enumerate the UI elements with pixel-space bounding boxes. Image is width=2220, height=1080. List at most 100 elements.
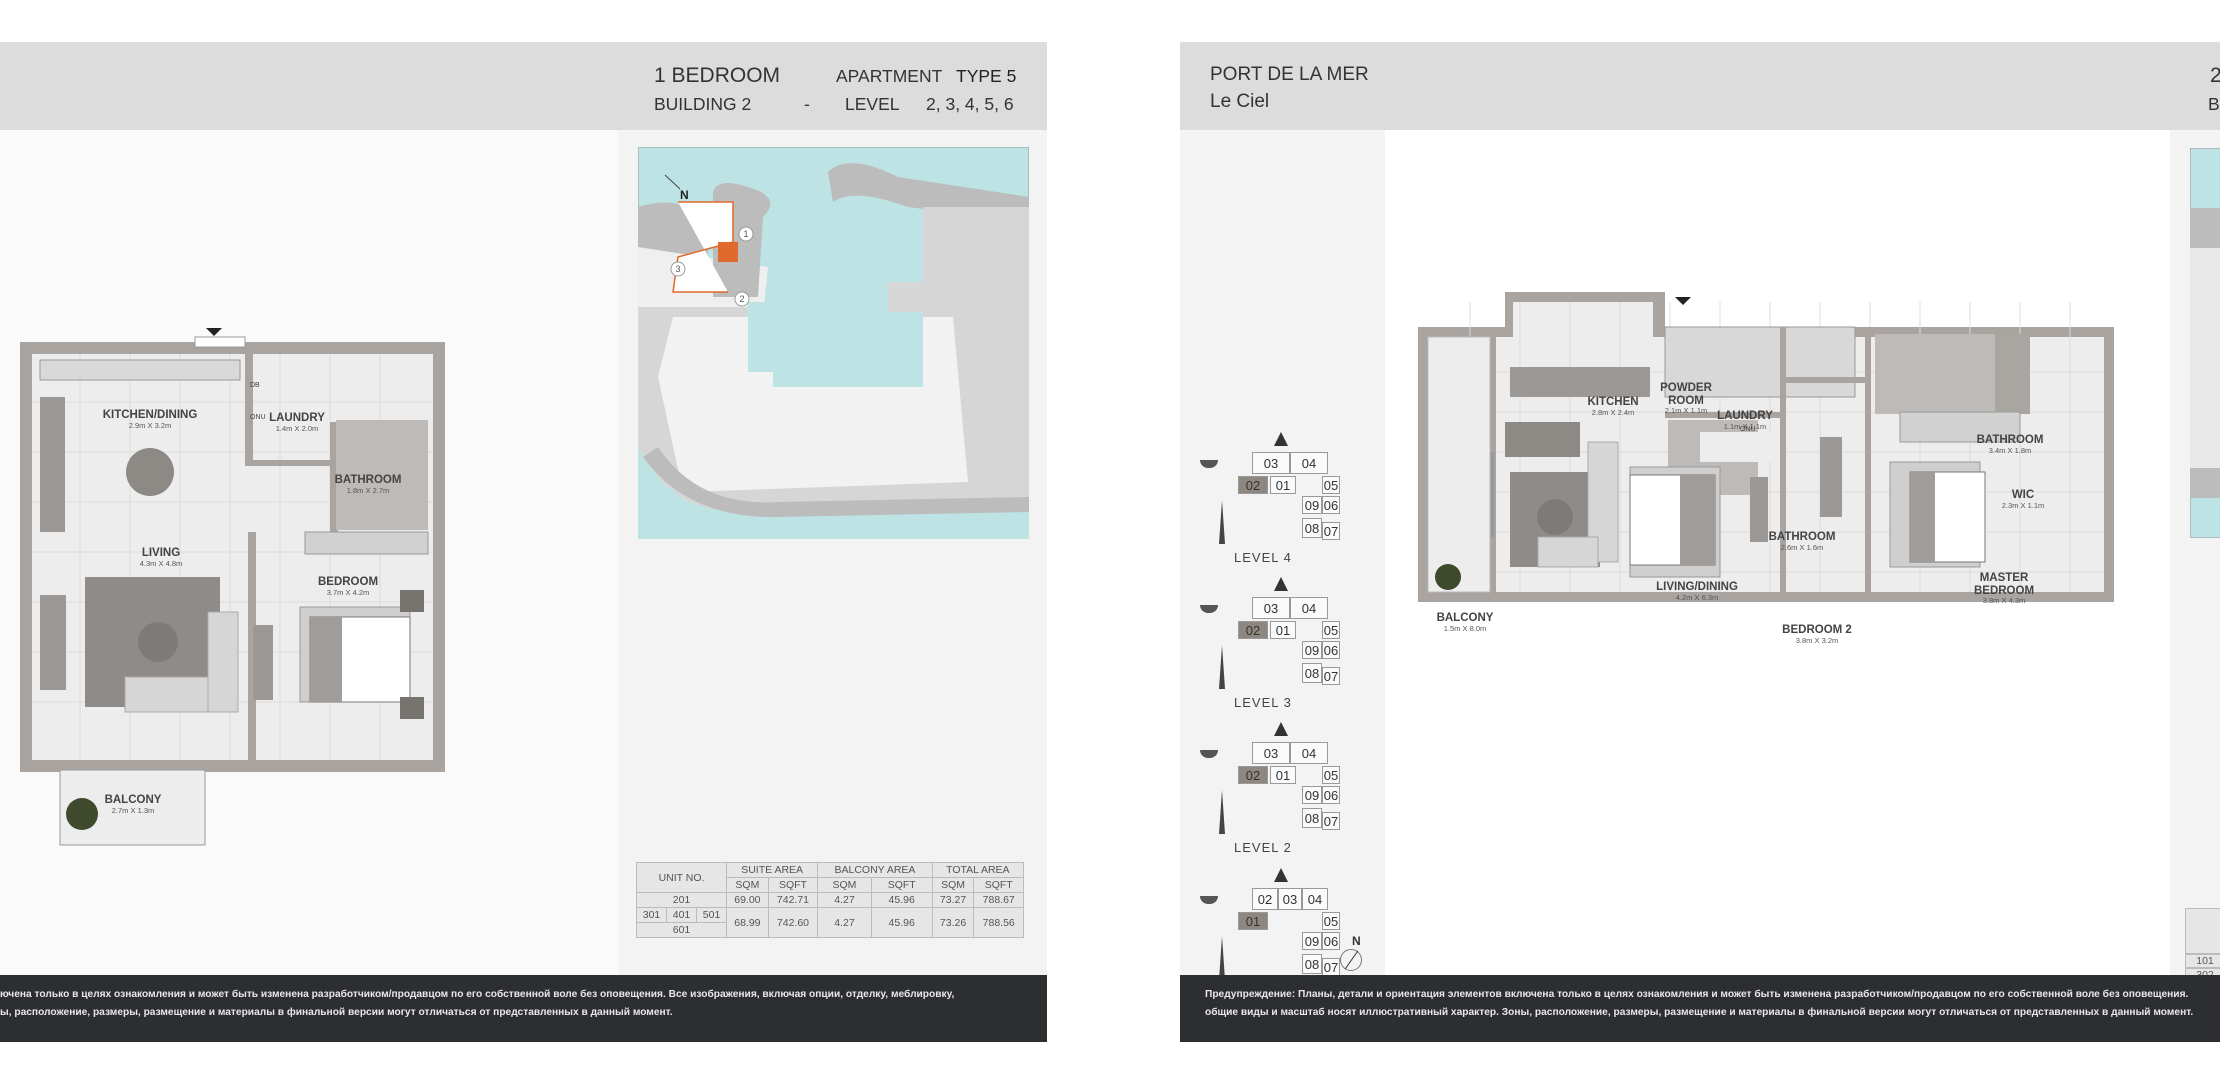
unit-cell: 02 — [1252, 888, 1278, 910]
levels-value: 2, 3, 4, 5, 6 — [926, 94, 1014, 114]
unit-cell: 01 — [1238, 912, 1268, 930]
disclaimer-line: ючена только в целях ознакомления и може… — [0, 989, 955, 1000]
compass-icon — [1340, 949, 1362, 971]
tower-icon — [1219, 790, 1225, 834]
sea-icon — [1200, 605, 1218, 613]
compass-icon — [664, 174, 681, 190]
building-label: BU — [2208, 94, 2220, 114]
boat-icon — [1274, 432, 1288, 446]
unit-cell: 03 — [1278, 888, 1302, 910]
level-label: LEVEL 4 — [1234, 550, 1292, 565]
disclaimer-line: ы, расположение, размеры, размещение и м… — [0, 1007, 673, 1018]
page-header: PORT DE LA MER Le Ciel 2 BU — [1180, 42, 2220, 130]
svg-text:2: 2 — [739, 294, 744, 304]
separator: - — [804, 94, 810, 114]
disclaimer-footer: ючена только в целях ознакомления и може… — [0, 975, 1047, 1042]
unit-cell: 02 — [1238, 476, 1268, 494]
table-cell: 101 — [2185, 954, 2220, 968]
project-name: PORT DE LA MER — [1210, 64, 1369, 85]
onu-fixture: ONU — [1740, 426, 1756, 433]
unit-cell: 01 — [1270, 476, 1296, 494]
unit-cell: 05 — [1322, 621, 1340, 639]
building-name: Le Ciel — [1210, 91, 1270, 112]
sea-icon — [1200, 896, 1218, 904]
site-map — [2190, 148, 2220, 538]
unit-cell: 08 — [1302, 808, 1322, 828]
apartment-title: 1 BEDROOM — [654, 64, 781, 87]
unit-cell: 04 — [1290, 452, 1328, 474]
unit-cell: 05 — [1322, 912, 1340, 930]
key-plan-panel — [1180, 130, 1385, 975]
svg-text:1: 1 — [743, 229, 748, 239]
tower-icon — [1219, 500, 1225, 544]
unit-cell: 09 — [1302, 496, 1322, 514]
disclaimer-line: общие виды и масштаб носят иллюстративны… — [1205, 1007, 2194, 1018]
unit-cell: 03 — [1252, 452, 1290, 474]
building-highlight — [718, 242, 738, 262]
unit-cell: 08 — [1302, 954, 1322, 974]
tower-icon — [1219, 936, 1225, 980]
unit-cell: 01 — [1270, 766, 1296, 784]
unit-cell: 09 — [1302, 786, 1322, 804]
unit-cell: 06 — [1322, 932, 1340, 950]
apartment-type: TYPE 5 — [956, 66, 1017, 86]
unit-cell: 06 — [1322, 786, 1340, 804]
unit-cell: 03 — [1252, 742, 1290, 764]
site-map: 1 2 3 N — [638, 147, 1029, 539]
unit-cell: 02 — [1238, 621, 1268, 639]
boat-icon — [1274, 577, 1288, 591]
unit-cell: 03 — [1252, 597, 1290, 619]
boat-icon — [1274, 722, 1288, 736]
unit-cell: 07 — [1322, 812, 1340, 830]
north-indicator: N — [680, 188, 689, 202]
tower-icon — [1219, 645, 1225, 689]
unit-cell: 07 — [1322, 958, 1340, 976]
sea-icon — [1200, 750, 1218, 758]
entrance-marker-icon — [1675, 297, 1691, 305]
unit-cell: 06 — [1322, 641, 1340, 659]
unit-cell: 04 — [1290, 742, 1328, 764]
page-header: 1 BEDROOM APARTMENT TYPE 5 BUILDING 2 - … — [0, 42, 1047, 130]
left-page: 1 BEDROOM APARTMENT TYPE 5 BUILDING 2 - … — [0, 42, 1047, 1042]
boat-icon — [1274, 868, 1288, 882]
building-label: BUILDING 2 — [654, 94, 752, 114]
unit-cell: 07 — [1322, 522, 1340, 540]
unit-cell: 02 — [1238, 766, 1268, 784]
unit-cell: 04 — [1290, 597, 1328, 619]
unit-cell: 04 — [1302, 888, 1328, 910]
disclaimer-footer: Предупреждение: Планы, детали и ориентац… — [1180, 975, 2220, 1042]
compass-north: N — [1352, 934, 1361, 948]
level-label: LEVEL 2 — [1234, 840, 1292, 855]
unit-cell: 08 — [1302, 663, 1322, 683]
unit-cell: 01 — [1270, 621, 1296, 639]
floor-plan-2br — [1418, 292, 2114, 602]
table-row: 601 — [635, 922, 1024, 938]
sea-icon — [1200, 460, 1218, 468]
unit-cell: 05 — [1322, 476, 1340, 494]
db-fixture: DB — [250, 382, 260, 389]
apartment-title: 2 — [2210, 64, 2220, 87]
apartment-label: APARTMENT — [836, 66, 943, 86]
unit-cell: 06 — [1322, 496, 1340, 514]
unit-cell: 07 — [1322, 667, 1340, 685]
